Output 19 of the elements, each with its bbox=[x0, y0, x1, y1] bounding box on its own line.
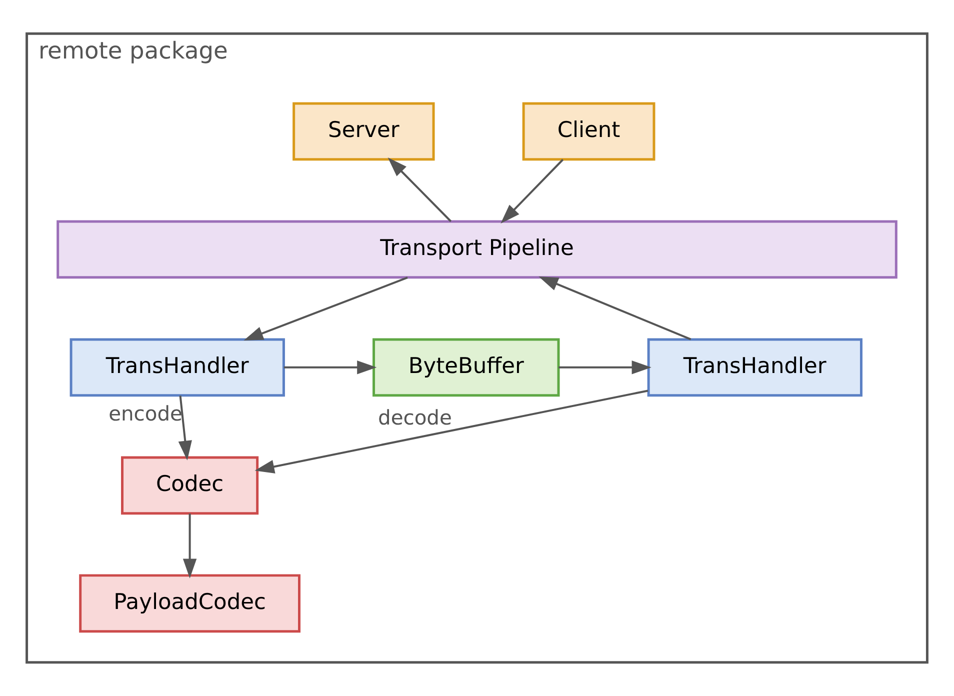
node-box: TransHandler bbox=[70, 338, 285, 397]
arrow bbox=[178, 396, 192, 460]
arrow bbox=[244, 276, 408, 340]
node-box: Codec bbox=[121, 456, 259, 515]
arrow bbox=[284, 360, 377, 374]
arrow bbox=[500, 158, 564, 224]
node-box: ByteBuffer bbox=[372, 338, 560, 397]
arrow bbox=[538, 276, 692, 340]
node-box: Transport Pipeline bbox=[56, 220, 898, 279]
edge-label: encode bbox=[108, 401, 182, 426]
node-box: Server bbox=[292, 102, 435, 161]
node-box: Client bbox=[522, 102, 656, 161]
arrow bbox=[388, 157, 452, 222]
arrow bbox=[254, 390, 648, 474]
node-box: TransHandler bbox=[647, 338, 862, 397]
edge-label: decode bbox=[378, 406, 452, 430]
arrow bbox=[182, 514, 197, 578]
arrow bbox=[558, 360, 652, 374]
node-box: PayloadCodec bbox=[79, 574, 300, 633]
